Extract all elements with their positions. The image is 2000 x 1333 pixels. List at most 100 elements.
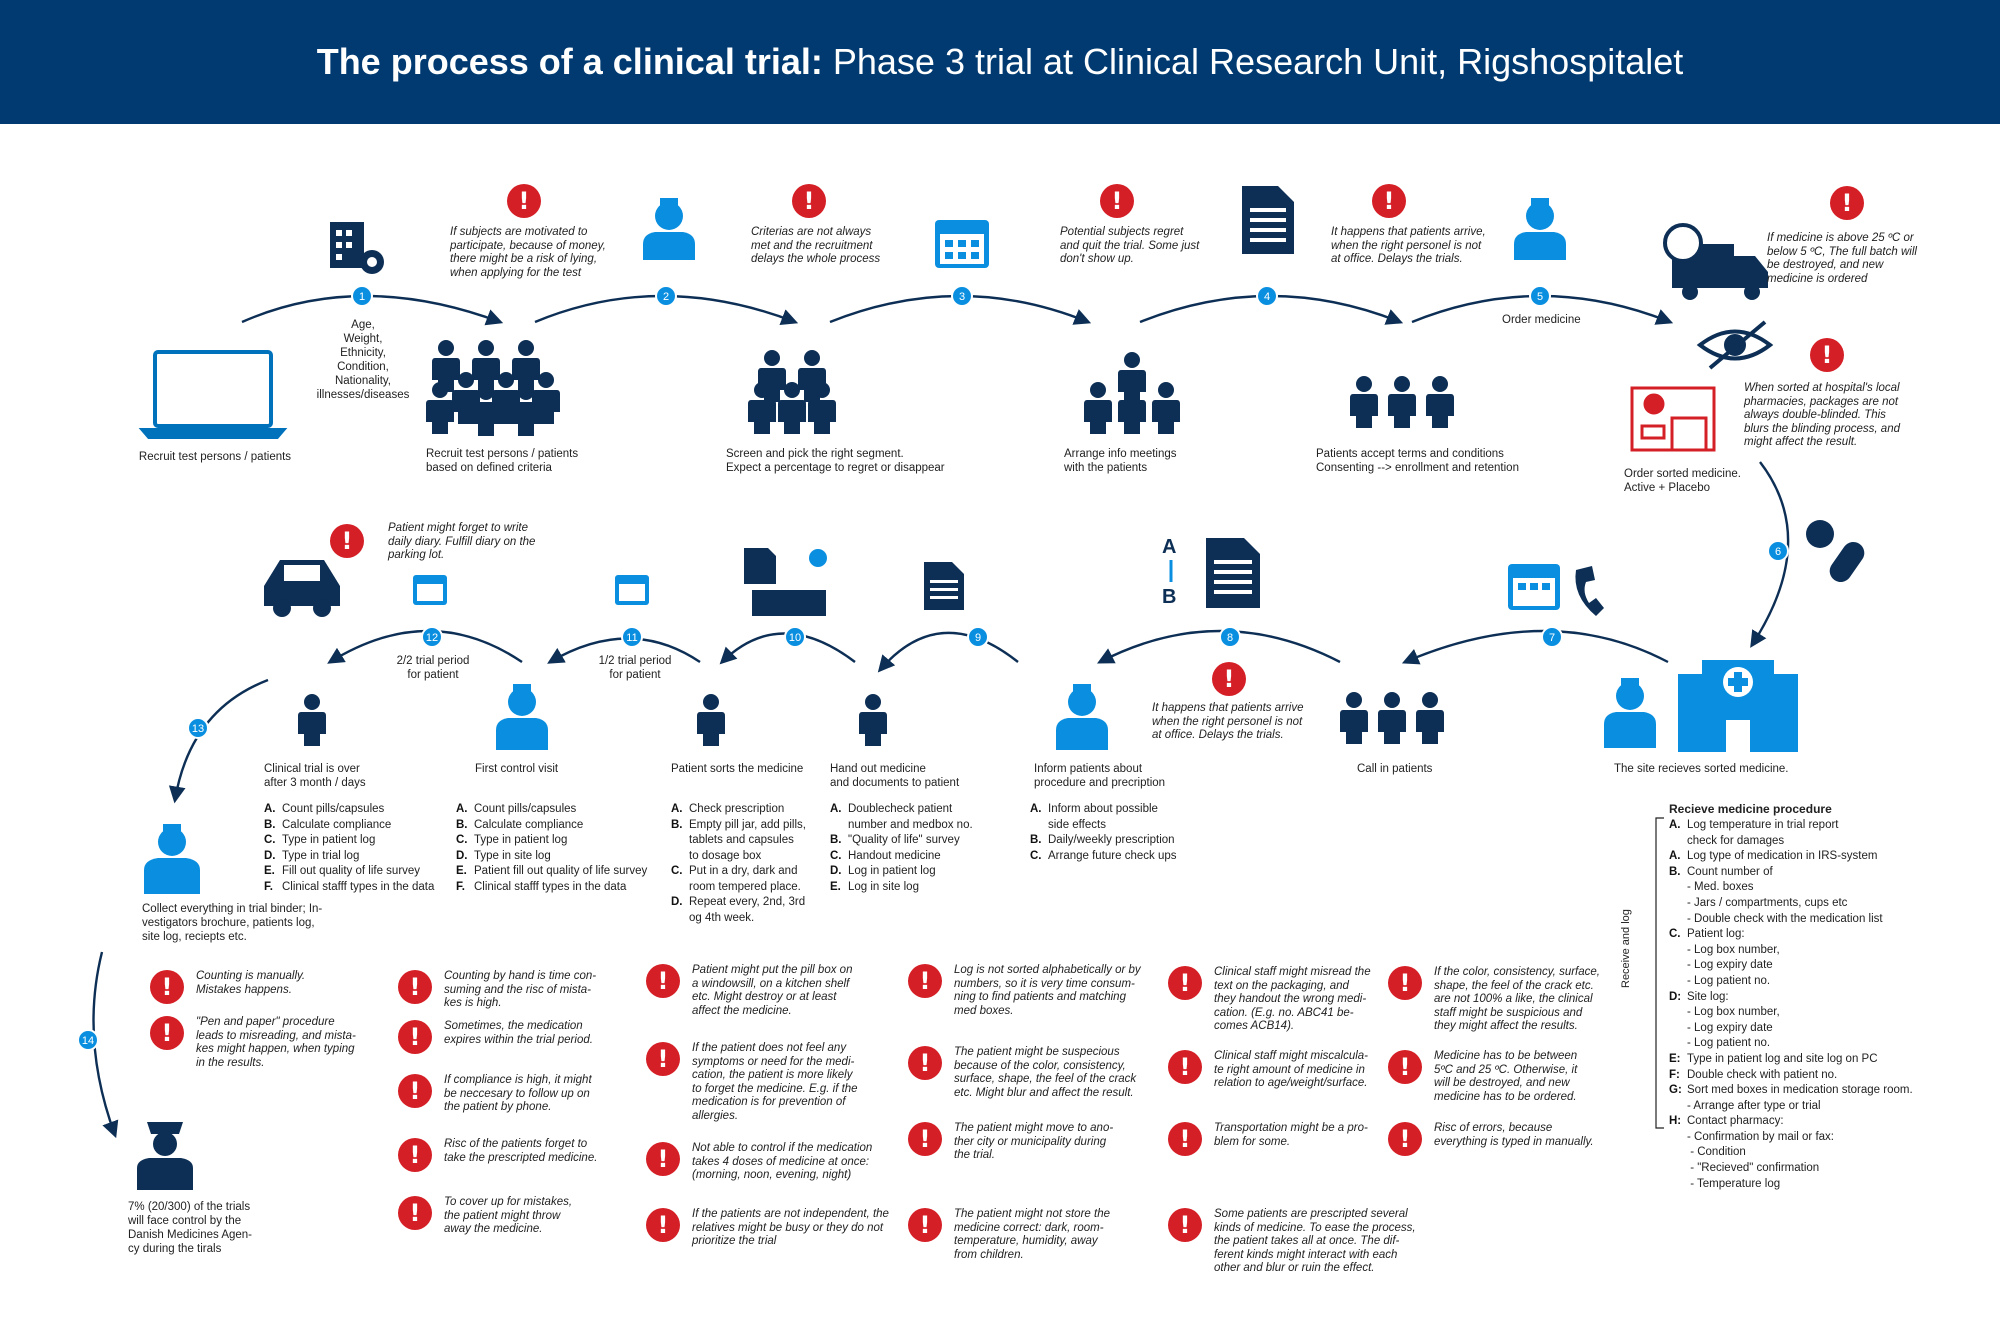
list-text: Type in patient log [282, 834, 376, 846]
warning-icon: ! [646, 964, 680, 998]
warning-text: If the color, consistency, surface,shape… [1434, 966, 1600, 1032]
list-text: - Log box number, [1687, 1006, 1780, 1019]
list-text: room tempered place. [689, 880, 801, 893]
list-text: Put in a dry, dark and [689, 865, 798, 877]
warning-icon: ! [1168, 1122, 1202, 1156]
warning-icon: ! [1388, 1050, 1422, 1084]
list-key: C. [1030, 849, 1042, 862]
warning-icon: ! [908, 1208, 942, 1242]
step-circle-14: 14 [77, 1029, 99, 1051]
list-item: - Jars / compartments, cups etc [1669, 896, 1913, 912]
list-key: C. [264, 834, 276, 846]
step-circle-10: 10 [784, 626, 806, 648]
list-key: H: [1669, 1115, 1682, 1128]
warning-icon: ! [150, 1016, 184, 1050]
ab-label-a: A [1162, 536, 1177, 558]
list-item: D.Type in site log [456, 849, 647, 865]
arrow-8 [1097, 629, 1341, 664]
list-item: - Temperature log [1669, 1177, 1913, 1193]
list-key: B. [1669, 865, 1681, 878]
list-item: E:Type in patient log and site log on PC [1669, 1052, 1913, 1068]
building-gear-icon [330, 222, 384, 274]
step-number: 9 [975, 632, 981, 644]
step-number: 6 [1775, 546, 1781, 558]
list-key: F. [264, 880, 273, 893]
warning-text: To cover up for mistakes,the patient mig… [444, 1196, 573, 1235]
list-text: Daily/weekly prescription [1048, 834, 1175, 846]
step-number: 8 [1227, 632, 1233, 644]
list-item: B.Daily/weekly prescription [1030, 833, 1177, 849]
arrow-13 [168, 678, 269, 804]
list-text: side effects [1048, 818, 1106, 831]
doctor-icon-inform [1056, 684, 1108, 750]
step-number: 7 [1549, 632, 1555, 644]
list-text: Doublecheck patient [848, 803, 953, 815]
procedure-title: Recieve medicine procedure [1669, 802, 1832, 816]
warning-text: Transportation might be a pro-blem for s… [1214, 1122, 1368, 1148]
list-text: Patient fill out quality of life survey [474, 865, 648, 877]
list-item: A.Inform about possible [1030, 802, 1177, 818]
warning-icon-1: ! [507, 184, 541, 218]
arrow-7 [1401, 629, 1669, 665]
list-item: D.Type in trial log [264, 849, 434, 865]
list-item: og 4th week. [671, 911, 806, 927]
list-text: check for damages [1687, 834, 1785, 847]
list-item: - Log expiry date [1669, 958, 1913, 974]
pills-icon [1806, 520, 1865, 583]
warning-icon: ! [1168, 1208, 1202, 1242]
list-key: B. [264, 818, 276, 831]
list-text: Sort med boxes in medication storage roo… [1687, 1084, 1913, 1097]
list-text: og 4th week. [689, 911, 755, 924]
list-item: - Double check with the medication list [1669, 912, 1913, 928]
list-item: tablets and capsules [671, 833, 806, 849]
list-text: Log temperature in trial report [1687, 819, 1839, 831]
step-circle-12: 12 [421, 626, 443, 648]
list-text: Check prescription [689, 803, 785, 815]
warning-icon-diary: ! [330, 524, 364, 558]
warning-icon: ! [398, 1196, 432, 1230]
list-key: E: [1669, 1052, 1681, 1065]
list-text: - Log patient no. [1687, 974, 1771, 987]
list-text: - Jars / compartments, cups etc [1687, 896, 1848, 909]
list-item: D:Site log: [1669, 990, 1913, 1006]
list-item: A.Count pills/capsules [264, 802, 434, 818]
step-circle-6: 6 [1767, 540, 1789, 562]
step-circle-8: 8 [1219, 626, 1241, 648]
list-item: C.Patient log: [1669, 927, 1913, 943]
warning-icon-5: ! [1830, 186, 1864, 220]
list-text: Calculate compliance [474, 818, 584, 831]
caption-screen: Screen and pick the right segment.Expect… [726, 448, 945, 474]
list-item: D.Repeat every, 2nd, 3rd [671, 895, 806, 911]
header-banner: The process of a clinical trial: Phase 3… [0, 0, 2000, 124]
list-item: F:Double check with patient no. [1669, 1068, 1913, 1084]
list-key: F: [1669, 1068, 1680, 1081]
step-number: 5 [1537, 291, 1543, 303]
step-circle-4: 4 [1256, 285, 1278, 307]
arrow-10 [719, 632, 856, 665]
criteria-list: Age,Weight,Ethnicity, Condition,National… [316, 319, 410, 401]
list-text: "Quality of life" survey [848, 834, 960, 846]
list-key: D. [264, 849, 276, 862]
warning-icon-4: ! [1372, 184, 1406, 218]
warning-text: Counting by hand is time con-suming and … [444, 970, 597, 1009]
warning-icon: ! [646, 1208, 680, 1242]
list-item: A.Log temperature in trial report [1669, 818, 1913, 834]
warning-icon: ! [908, 1046, 942, 1080]
step-circle-2: 2 [655, 285, 677, 307]
list-item: - Arrange after type or trial [1669, 1099, 1913, 1115]
caption-patient-sorts: Patient sorts the medicine [671, 763, 804, 775]
truck-icon [1663, 223, 1768, 300]
list-text: Log in patient log [848, 865, 936, 877]
list-item: number and medbox no. [830, 818, 973, 834]
list-text: Arrange future check ups [1048, 849, 1177, 862]
